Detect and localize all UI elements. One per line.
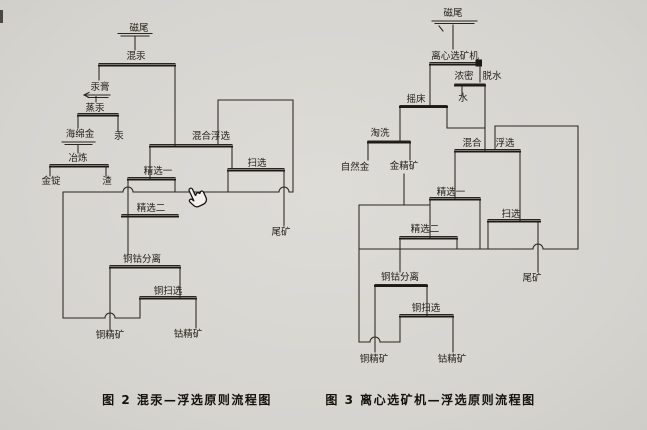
fig3-ink-blot: [475, 59, 482, 67]
figure2-node-cu-scavenging: 铜扫选: [154, 285, 183, 297]
figure3-node-scavenging: 扫选: [501, 208, 521, 220]
figure3-node-gold-concentrate: 金精矿: [390, 160, 419, 172]
figure2-node-mercury-distillation: 蒸汞: [85, 102, 105, 114]
figure3-node-dewatering: 脱水: [482, 70, 502, 82]
figure2-node-scavenging: 扫选: [247, 157, 267, 169]
figure3-node-thickening: 浓密: [454, 70, 474, 82]
fig3-labels: 磁尾离心选矿机浓密脱水摇床 水淘洗自然金 金精矿 混合 浮选精选一扫选精选二铜钴分离铜扫…: [341, 7, 542, 365]
figure3-node-co-concentrate: 钴精矿: [438, 353, 467, 365]
figure3-node-cu-concentrate: 铜精矿: [360, 353, 389, 365]
scan-edge-artifact: [0, 10, 3, 23]
figure3-node-panning: 淘洗: [370, 127, 390, 139]
figure2-node-gold-ingot: 金锭: [41, 175, 61, 187]
figure3-node-cleaning-2: 精选二: [411, 223, 440, 235]
figure2-node-mercury: 汞: [114, 131, 124, 142]
figure2-node-smelting: 冶炼: [68, 152, 88, 164]
figure3-node-tailings: 尾矿: [522, 272, 542, 284]
figure2-node-cu-concentrate: 铜精矿: [96, 329, 125, 341]
figure2-node-amalgamation: 混汞: [126, 51, 146, 62]
figure3-node-centrifugal-concentrator: 离心选矿机: [431, 50, 479, 62]
figure3-node-flotation: 浮选: [495, 137, 515, 149]
fig3-flowsheet: 磁尾离心选矿机浓密脱水摇床 水淘洗自然金 金精矿 混合 浮选精选一扫选精选二铜钴分离铜扫…: [341, 7, 579, 365]
fig3-flow-lines: [358, 20, 579, 353]
fig2-flow-lines: [49, 32, 294, 331]
figure3-node-cu-co-separation: 铜钴分离: [381, 271, 419, 283]
figure3-node-cleaning-1: 精选一: [437, 186, 466, 198]
figure3-node-bulk: 混合: [462, 137, 482, 149]
figure2-node-amalgam: 汞膏: [90, 81, 109, 93]
hand-cursor-icon: [188, 187, 208, 208]
figure2-node-cu-co-separation: 铜钴分离: [123, 253, 161, 265]
figure2-node-cleaning-1: 精选一: [144, 165, 173, 177]
figure2-node-bulk-flotation: 混合浮选: [192, 130, 231, 142]
figure2-node-cleaning-2: 精选二: [137, 202, 166, 214]
fig2-cell-bars: [49, 64, 285, 300]
figure2-node-magnetic-tailings: 磁尾: [129, 22, 148, 34]
figure3-node-magnetic-tailings: 磁尾: [443, 7, 462, 19]
figure2-node-tailings: 尾矿: [271, 226, 291, 238]
figure3-node-shaking-table: 摇床: [406, 93, 426, 105]
figure2-caption: 图 2 混汞—浮选原则流程图: [102, 393, 272, 407]
figure2-node-slag: 渣: [102, 175, 112, 187]
figure3-node-native-gold: 自然金: [341, 161, 370, 173]
fig3-cell-bars: [367, 63, 541, 318]
figure2-node-co-concentrate: 钴精矿: [174, 328, 203, 340]
figure3-node-water: 水: [458, 92, 468, 104]
figure2-node-sponge-gold: 海绵金: [66, 128, 95, 140]
figure3-node-cu-scavenging: 铜扫选: [412, 302, 441, 314]
figure3-caption: 图 3 离心选矿机—浮选原则流程图: [325, 393, 536, 407]
